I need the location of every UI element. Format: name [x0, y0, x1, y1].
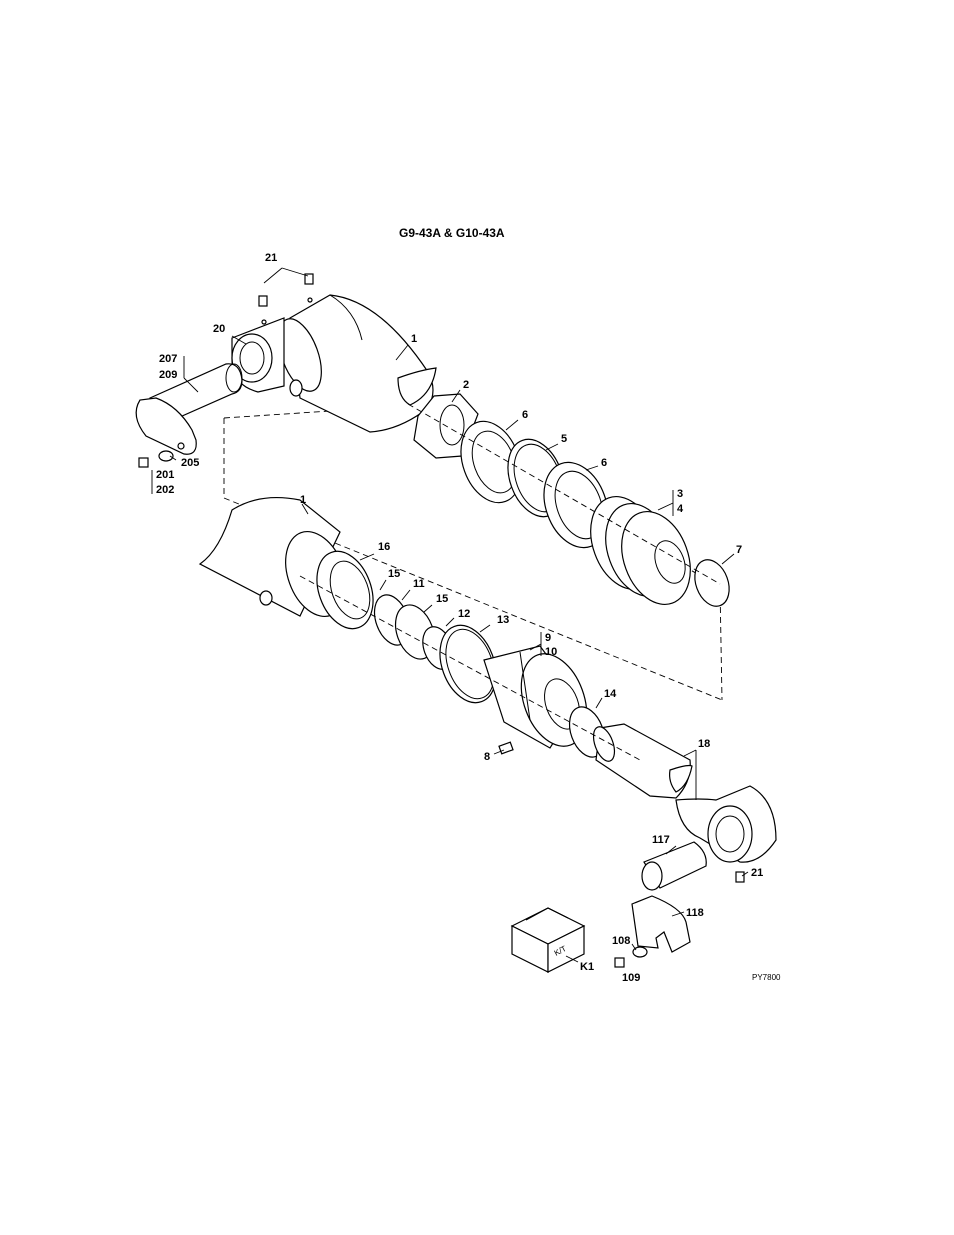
grease-fitting-bottom — [736, 872, 744, 882]
label-202: 202 — [156, 484, 174, 496]
grease-fitting-top — [259, 268, 313, 306]
label-21: 21 — [265, 252, 277, 264]
label-18: 18 — [698, 738, 710, 750]
label-10: 10 — [545, 646, 557, 658]
gland-seals — [307, 544, 506, 711]
label-1: 1 — [300, 494, 306, 506]
rod-pin — [642, 842, 706, 890]
label-20: 20 — [213, 323, 225, 335]
label-9: 9 — [545, 632, 551, 644]
label-16: 16 — [378, 541, 390, 553]
cylinder-barrel-top — [262, 295, 436, 432]
label-109: 109 — [622, 972, 640, 984]
label-5: 5 — [561, 433, 567, 445]
label-15: 15 — [388, 568, 400, 580]
retainer-plate — [632, 896, 690, 952]
label-4: 4 — [677, 503, 684, 515]
label-6: 6 — [522, 409, 528, 421]
label-11: 11 — [413, 578, 425, 590]
pin-with-plate — [136, 364, 242, 467]
piston — [579, 487, 703, 614]
washer-and-bolt — [615, 947, 647, 967]
o-ring — [689, 555, 735, 611]
label-205: 205 — [181, 457, 199, 469]
label-12: 12 — [458, 608, 470, 620]
label-7: 7 — [736, 544, 742, 556]
label-108: 108 — [612, 935, 630, 947]
drawing-code: PY7800 — [752, 973, 781, 982]
seal-kit-box: K/T — [512, 908, 584, 972]
label-3: 3 — [677, 488, 683, 500]
label-207: 207 — [159, 353, 177, 365]
label-8: 8 — [484, 751, 490, 763]
label-2: 2 — [463, 379, 469, 391]
label-117: 117 — [652, 834, 670, 846]
label-201: 201 — [156, 469, 174, 481]
label-15: 15 — [436, 593, 448, 605]
label-118: 118 — [686, 907, 704, 919]
label-13: 13 — [497, 614, 509, 626]
diagram-title: G9-43A & G10-43A — [399, 226, 505, 240]
label-21: 21 — [751, 867, 763, 879]
label-1: 1 — [411, 333, 417, 345]
piston-rod — [589, 724, 692, 798]
label-14: 14 — [604, 688, 617, 700]
label-K1: K1 — [580, 961, 594, 973]
label-209: 209 — [159, 369, 177, 381]
set-screw — [499, 742, 513, 754]
label-6: 6 — [601, 457, 607, 469]
